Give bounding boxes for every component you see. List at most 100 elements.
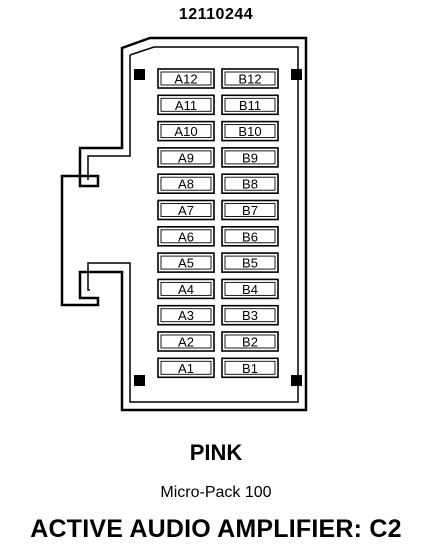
- pin-label: B1: [242, 361, 258, 376]
- pin-A10: A10: [157, 120, 215, 142]
- pin-label: B3: [242, 308, 258, 323]
- pin-label: A6: [178, 229, 194, 244]
- pin-A9: A9: [157, 147, 215, 168]
- pin-label: A10: [174, 124, 197, 139]
- pin-label: B5: [242, 256, 258, 271]
- pin-cavity-inner: [160, 229, 212, 244]
- pin-label: A11: [175, 98, 197, 113]
- pin-cavity-inner: [160, 124, 212, 139]
- pin-cavity: [221, 252, 279, 273]
- pin-B12: B12: [221, 68, 279, 89]
- corner-square-top-left: [134, 69, 145, 80]
- connector-type: Micro-Pack 100: [160, 484, 272, 501]
- pin-label: B8: [242, 177, 258, 192]
- pin-cavity-inner: [224, 255, 276, 270]
- pin-B7: B7: [221, 199, 279, 221]
- pin-cavity-inner: [160, 176, 212, 191]
- pin-cavity-inner: [224, 97, 276, 112]
- pin-cavity-inner: [160, 71, 212, 86]
- pin-cavity: [221, 278, 279, 300]
- pin-B1: B1: [221, 357, 279, 379]
- pin-cavity: [157, 304, 215, 326]
- pin-cavity-inner: [224, 229, 276, 244]
- pin-cavity: [221, 199, 279, 221]
- pin-cavity: [221, 331, 279, 352]
- pin-A5: A5: [157, 252, 215, 273]
- pin-cavity-inner: [224, 150, 276, 165]
- pin-cavity-inner: [224, 334, 276, 349]
- pin-B3: B3: [221, 304, 279, 326]
- pin-cavity-inner: [224, 176, 276, 191]
- pin-label: B10: [238, 124, 261, 139]
- pin-cavity-inner: [160, 308, 212, 323]
- pin-A3: A3: [157, 304, 215, 326]
- pin-cavity: [157, 278, 215, 300]
- diagram-title: ACTIVE AUDIO AMPLIFIER: C2: [30, 515, 402, 543]
- pin-label: B7: [242, 203, 258, 218]
- connector-color: PINK: [189, 440, 243, 465]
- pin-cavity-inner: [224, 124, 276, 139]
- pin-cavity-inner: [160, 281, 212, 296]
- pin-cavity-inner: [160, 255, 212, 270]
- pin-B6: B6: [221, 226, 279, 247]
- corner-square-bottom-right: [291, 375, 302, 386]
- pin-cavity-inner: [224, 203, 276, 217]
- pin-label: B6: [242, 229, 258, 244]
- pin-cavity: [221, 120, 279, 142]
- pin-cavity-inner: [224, 281, 276, 296]
- pin-B2: B2: [221, 331, 279, 352]
- pin-cavity: [157, 173, 215, 194]
- pin-cavity: [221, 304, 279, 326]
- pin-label: A1: [178, 361, 194, 376]
- pin-label: A4: [178, 282, 194, 297]
- pin-label: A7: [178, 203, 194, 218]
- pin-label: B12: [238, 72, 261, 87]
- pin-A8: A8: [157, 173, 215, 194]
- pin-B5: B5: [221, 252, 279, 273]
- pin-cavity-inner: [160, 150, 212, 165]
- pin-label: B9: [242, 150, 258, 165]
- pin-cavity: [157, 147, 215, 168]
- pin-cavity-inner: [160, 360, 212, 375]
- connector-inner-outline: [87, 46, 299, 403]
- pin-label: A3: [178, 308, 194, 323]
- pin-cavity: [157, 357, 215, 379]
- pin-label: B11: [239, 98, 261, 113]
- pin-A6: A6: [157, 226, 215, 247]
- pin-cavity: [157, 226, 215, 247]
- pin-cavity: [221, 357, 279, 379]
- pin-cavity: [221, 173, 279, 194]
- pin-A12: A12: [157, 68, 215, 89]
- pin-cavity: [157, 252, 215, 273]
- pin-cavity-inner: [160, 97, 212, 112]
- pin-cavity-inner: [160, 334, 212, 349]
- pin-B9: B9: [221, 147, 279, 168]
- pin-cavity: [221, 147, 279, 168]
- pin-label: A5: [178, 256, 194, 271]
- pin-label: B2: [242, 335, 258, 350]
- pin-B10: B10: [221, 120, 279, 142]
- pin-cavity: [221, 94, 279, 116]
- pin-A1: A1: [157, 357, 215, 379]
- connector-outline: [60, 36, 308, 412]
- pin-cavity-inner: [224, 308, 276, 323]
- pin-cavity: [221, 226, 279, 247]
- pin-cavity: [221, 68, 279, 89]
- pin-cavity-inner: [224, 360, 276, 375]
- pin-label: A2: [178, 335, 194, 350]
- pin-cavity-inner: [160, 203, 212, 217]
- pin-label: A8: [178, 177, 194, 192]
- corner-square-top-right: [291, 69, 302, 80]
- pin-label: A12: [174, 72, 197, 87]
- pin-cavity: [157, 120, 215, 142]
- pin-cavity: [157, 331, 215, 352]
- pin-cavity: [157, 199, 215, 221]
- pin-cavity-inner: [224, 71, 276, 86]
- pin-cavity: [157, 94, 215, 116]
- pin-cavity: [157, 68, 215, 89]
- pin-B11: B11: [221, 94, 279, 116]
- pin-B4: B4: [221, 278, 279, 300]
- pin-label: B4: [242, 282, 258, 297]
